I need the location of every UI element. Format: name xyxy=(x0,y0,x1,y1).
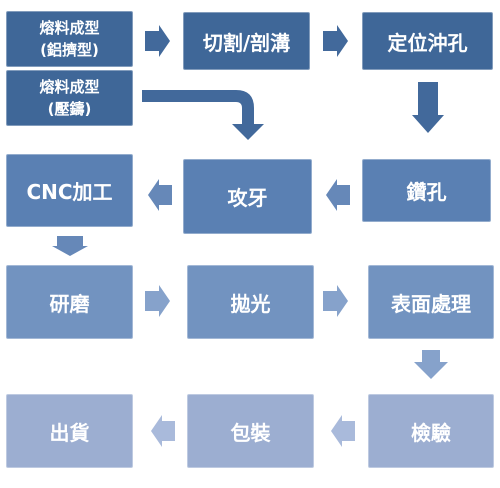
arrow-down-1 xyxy=(412,82,444,133)
step-drilling-label: 鑽孔 xyxy=(406,180,447,204)
step-punching: 定位沖孔 xyxy=(362,12,493,70)
step-grinding-label: 研磨 xyxy=(49,291,90,316)
step-die-casting: 熔料成型 (壓鑄) xyxy=(6,70,133,126)
arrow-right-1 xyxy=(145,25,170,57)
step-polishing: 拋光 xyxy=(187,265,314,339)
step-tapping: 攻牙 xyxy=(183,159,312,234)
step-cutting-label: 切割/剖溝 xyxy=(202,30,291,55)
step-packaging: 包裝 xyxy=(187,394,314,468)
step-surface-treatment-label: 表面處理 xyxy=(391,291,471,316)
step-punching-label: 定位沖孔 xyxy=(387,30,468,55)
step-inspection: 檢驗 xyxy=(368,394,494,468)
arrow-bent xyxy=(142,90,264,140)
arrow-right-3 xyxy=(145,285,170,317)
step-tapping-label: 攻牙 xyxy=(227,186,268,210)
step-inspection-label: 檢驗 xyxy=(411,420,451,445)
arrow-left-3 xyxy=(331,415,355,447)
step-cutting: 切割/剖溝 xyxy=(183,12,310,70)
arrow-right-2 xyxy=(323,25,348,57)
step-extrusion: 熔料成型 (鋁擠型) xyxy=(6,11,133,67)
step-die-casting-line2: (壓鑄) xyxy=(47,100,92,118)
step-packaging-label: 包裝 xyxy=(230,420,271,445)
step-die-casting-line1: 熔料成型 xyxy=(39,78,100,96)
step-grinding: 研磨 xyxy=(6,265,133,339)
step-extrusion-line1: 熔料成型 xyxy=(39,19,100,37)
step-polishing-label: 拋光 xyxy=(230,291,271,316)
step-drilling: 鑽孔 xyxy=(362,159,491,222)
step-shipping: 出貨 xyxy=(6,394,133,468)
arrow-left-2 xyxy=(148,179,172,211)
arrow-left-1 xyxy=(326,179,350,211)
step-shipping-label: 出貨 xyxy=(49,420,90,445)
step-cnc-label: CNC加工 xyxy=(26,180,113,204)
arrow-down-3 xyxy=(414,350,448,379)
arrow-down-2 xyxy=(52,236,88,256)
step-cnc: CNC加工 xyxy=(6,154,133,227)
step-surface-treatment: 表面處理 xyxy=(368,265,494,339)
arrow-left-4 xyxy=(151,415,175,447)
step-extrusion-line2: (鋁擠型) xyxy=(40,41,99,59)
arrow-right-4 xyxy=(323,285,348,317)
